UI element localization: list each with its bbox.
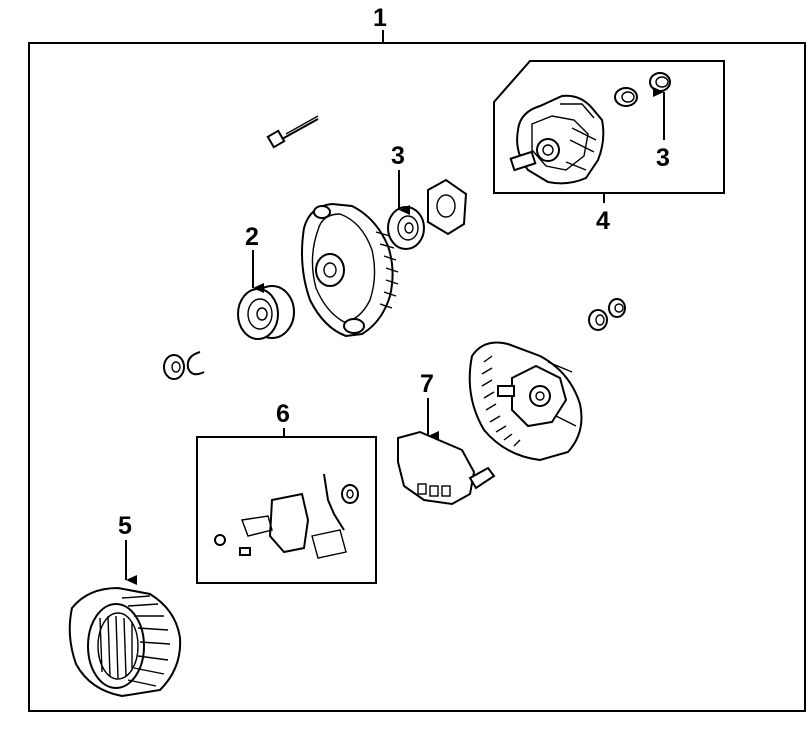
rear-housing (468, 341, 583, 462)
callout-4: 4 (596, 207, 610, 235)
terminal-insulator (397, 430, 496, 506)
bearing-retainer (427, 178, 468, 236)
front-housing (301, 202, 399, 338)
kit-4-box (493, 60, 725, 194)
bearing-rings-kit (614, 72, 671, 107)
rear-bushings (588, 298, 626, 331)
front-bearing (387, 206, 425, 250)
callout-7: 7 (420, 370, 434, 398)
callout-3a: 3 (391, 142, 405, 170)
regulator-part (214, 473, 359, 559)
callout-2: 2 (245, 223, 259, 251)
callout-3b: 3 (656, 144, 670, 172)
assembly-frame (28, 42, 806, 712)
callout-5: 5 (118, 512, 132, 540)
stator (68, 586, 182, 698)
pulley (237, 285, 295, 340)
callout-6: 6 (276, 400, 290, 428)
through-bolt (266, 115, 319, 149)
brush-holder-part (509, 94, 605, 185)
callout-1: 1 (373, 4, 387, 32)
pulley-nut (163, 351, 205, 380)
kit-6-box (196, 436, 377, 584)
